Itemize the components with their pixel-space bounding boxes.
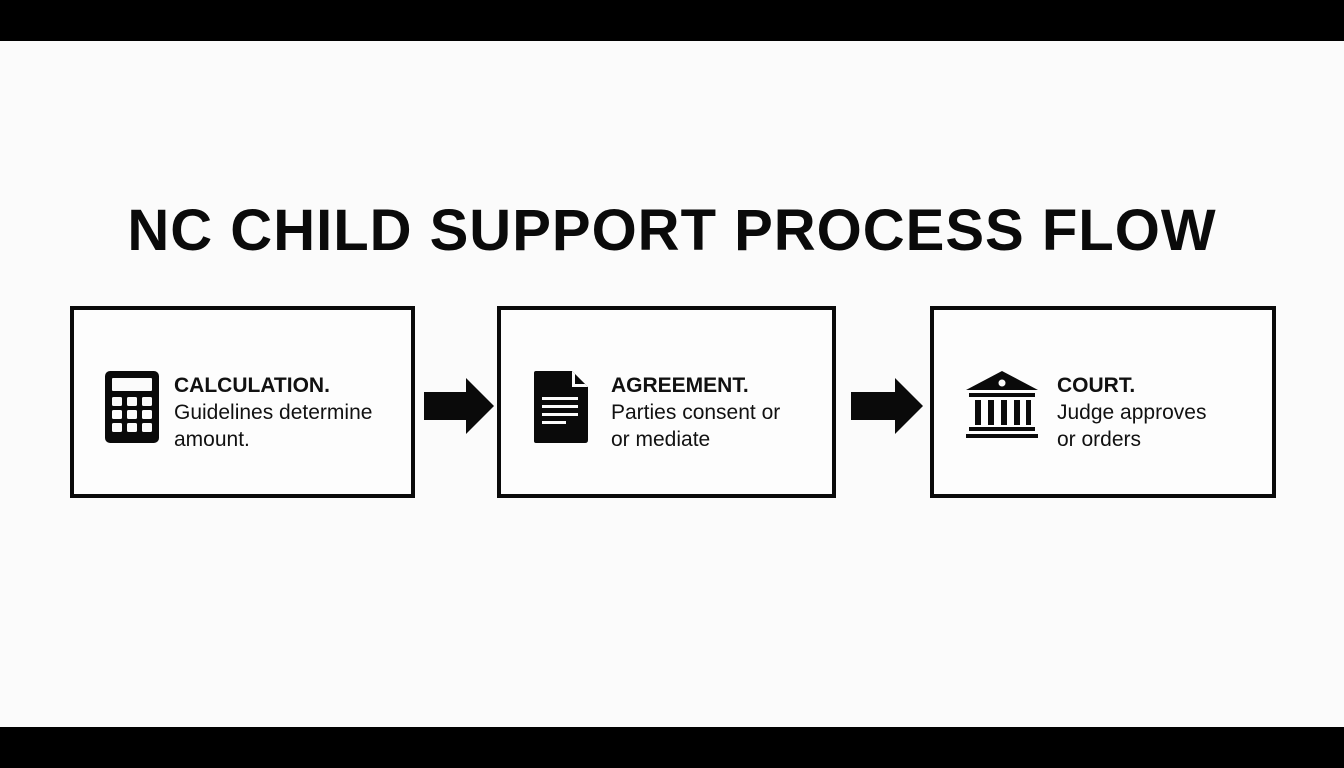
step-heading: CALCULATION. — [174, 374, 330, 397]
letterbox-bottom — [0, 727, 1344, 768]
step-description-line: amount. — [174, 428, 250, 451]
arrow-right-icon — [424, 378, 494, 439]
courthouse-icon — [964, 370, 1040, 445]
step-text-agreement: AGREEMENT. Parties consent or or mediate — [611, 372, 780, 453]
letterbox-top — [0, 0, 1344, 41]
step-box-agreement: AGREEMENT. Parties consent or or mediate — [497, 306, 836, 498]
step-heading: AGREEMENT. — [611, 374, 749, 397]
diagram-canvas: NC CHILD SUPPORT PROCESS FLOW — [0, 41, 1344, 727]
step-description-line: or mediate — [611, 428, 711, 451]
step-text-court: COURT. Judge approves or orders — [1057, 372, 1206, 453]
diagram-title: NC CHILD SUPPORT PROCESS FLOW — [127, 198, 1217, 263]
step-description-line: Judge approves — [1057, 401, 1207, 424]
step-description-line: Guidelines determine — [174, 401, 373, 424]
step-description-line: or orders — [1057, 428, 1142, 451]
calculator-icon — [104, 370, 160, 449]
step-box-calculation: CALCULATION. Guidelines determine amount… — [70, 306, 415, 498]
step-text-calculation: CALCULATION. Guidelines determine amount… — [174, 372, 372, 453]
arrow-right-icon — [851, 378, 923, 439]
step-heading: COURT. — [1057, 374, 1136, 397]
step-description-line: Parties consent or — [611, 401, 781, 424]
document-icon — [532, 370, 590, 449]
step-box-court: COURT. Judge approves or orders — [930, 306, 1276, 498]
